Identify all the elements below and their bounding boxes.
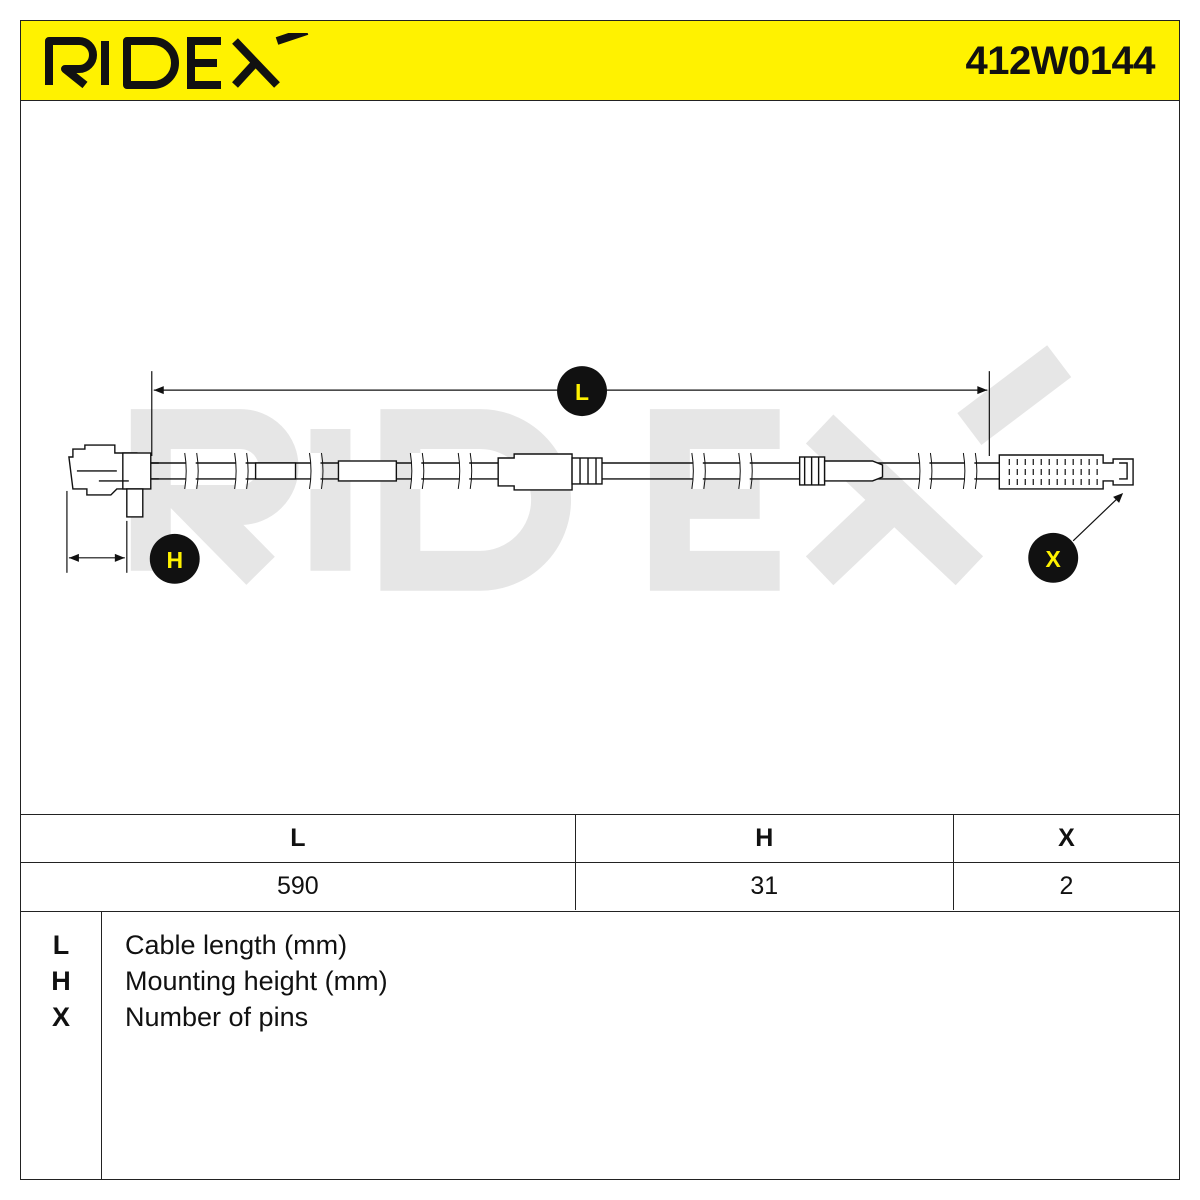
- header-bar: 412W0144: [21, 21, 1179, 101]
- legend-text: Cable length (mm): [125, 930, 348, 960]
- dimension-header-x: X: [952, 814, 1179, 863]
- legend-text: Number of pins: [125, 1002, 309, 1032]
- plug-connector: [998, 454, 1134, 490]
- pins-label-circle: [1028, 532, 1079, 583]
- dimension-header-l: L: [21, 814, 576, 863]
- length-label: L: [575, 379, 589, 405]
- dimensions-value-row: 590 31 2: [21, 862, 1179, 910]
- legend-text: Mounting height (mm): [125, 966, 388, 996]
- legend-key: L: [52, 930, 70, 960]
- product-sheet: 412W0144 L: [20, 20, 1180, 1180]
- length-label-circle: [557, 366, 607, 417]
- dimensions-table: L H X 590 31 2: [21, 814, 1179, 910]
- sensor-drawing: L: [66, 345, 1134, 591]
- height-label: H: [166, 547, 183, 573]
- pins-pointer: X: [1028, 492, 1124, 583]
- height-label-circle: [149, 533, 200, 584]
- ridex-logo: [45, 33, 309, 89]
- length-dimension: L: [151, 366, 990, 457]
- dimensions-header-row: L H X: [21, 814, 1179, 863]
- legend-key: H: [51, 966, 71, 996]
- height-dimension: H: [66, 490, 200, 584]
- dimension-value-l: 590: [21, 862, 576, 910]
- legend-divider: [101, 912, 102, 1180]
- dimension-header-h: H: [574, 814, 954, 863]
- pins-label: X: [1046, 546, 1062, 572]
- part-number: 412W0144: [965, 39, 1156, 83]
- ridex-watermark: [130, 345, 1072, 591]
- legend-key: X: [51, 1002, 70, 1032]
- dimension-value-h: 31: [574, 862, 954, 910]
- cable: [150, 452, 1020, 491]
- legend: L Cable length (mm) H Mounting height (m…: [21, 911, 1179, 1180]
- sensor-head: [68, 444, 159, 518]
- dimension-value-x: 2: [952, 862, 1179, 910]
